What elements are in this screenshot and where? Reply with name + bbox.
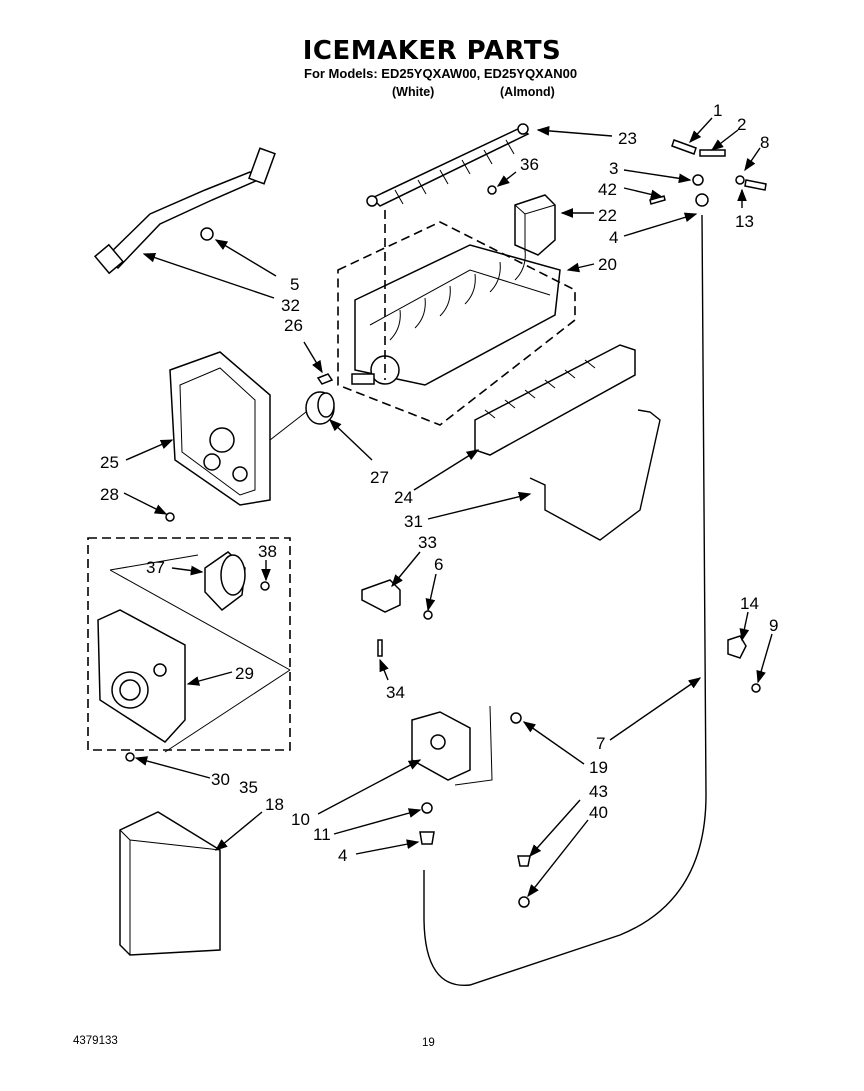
callout-32: 32 [281, 296, 300, 315]
motor-coupling-part [269, 391, 335, 441]
callout-22: 22 [598, 206, 617, 225]
callout-3: 3 [609, 159, 618, 178]
callout-37: 37 [146, 558, 165, 577]
callout-1: 1 [713, 101, 722, 120]
callout-5: 5 [290, 275, 299, 294]
callout-11: 11 [313, 825, 331, 844]
mold-tray-part [351, 244, 561, 386]
ice-bin-part [119, 811, 221, 956]
callout-9: 9 [769, 616, 778, 635]
module-housing-part [169, 351, 271, 506]
color-white-label: (White) [392, 85, 435, 99]
callout-8: 8 [760, 133, 769, 152]
callout-35: 35 [239, 778, 258, 797]
callout-38: 38 [258, 542, 277, 561]
bracket-part [361, 579, 401, 613]
motor-part [204, 551, 246, 612]
callout-28: 28 [100, 485, 119, 504]
callout-24: 24 [394, 488, 413, 507]
callout-29: 29 [235, 664, 254, 683]
callout-33: 33 [418, 533, 437, 552]
leader-lines [123, 117, 773, 898]
callout-26: 26 [284, 316, 303, 335]
callout-20: 20 [598, 255, 617, 274]
callout-43: 43 [589, 782, 608, 801]
document-number: 4379133 [73, 1035, 118, 1047]
page-title: ICEMAKER PARTS [302, 36, 562, 66]
callout-10: 10 [291, 810, 310, 829]
callout-19: 19 [589, 758, 608, 777]
shutoff-arm-part [529, 409, 661, 541]
callout-4-top: 4 [609, 228, 618, 247]
callout-23: 23 [618, 129, 637, 148]
callout-7: 7 [596, 734, 605, 753]
water-tube-part [423, 214, 707, 986]
callout-42: 42 [598, 180, 617, 199]
callout-labels: 1 2 8 23 3 36 42 22 13 4 20 5 32 26 25 2… [100, 101, 778, 865]
callout-13: 13 [735, 212, 754, 231]
page-number: 19 [422, 1037, 435, 1049]
water-valve-part [411, 705, 493, 786]
front-cover-part [474, 344, 636, 456]
control-module-part [97, 609, 186, 743]
callout-6: 6 [434, 555, 443, 574]
callout-34: 34 [386, 683, 405, 702]
ejector-part [366, 123, 530, 207]
callout-30: 30 [211, 770, 230, 789]
callout-14: 14 [740, 594, 759, 613]
callout-31: 31 [404, 512, 423, 531]
callout-4-bottom: 4 [338, 846, 347, 865]
shutoff-cover-part [514, 194, 556, 256]
color-almond-label: (Almond) [500, 85, 555, 99]
callout-18: 18 [265, 795, 284, 814]
callout-27: 27 [370, 468, 389, 487]
clamp-part [727, 635, 747, 659]
fill-tube-part [93, 147, 276, 275]
models-line: For Models: ED25YQXAW00, ED25YQXAN00 [304, 66, 578, 81]
callout-2: 2 [737, 115, 746, 134]
callout-40: 40 [589, 803, 608, 822]
callout-25: 25 [100, 453, 119, 472]
callout-36: 36 [520, 155, 539, 174]
clip-part [316, 373, 334, 385]
